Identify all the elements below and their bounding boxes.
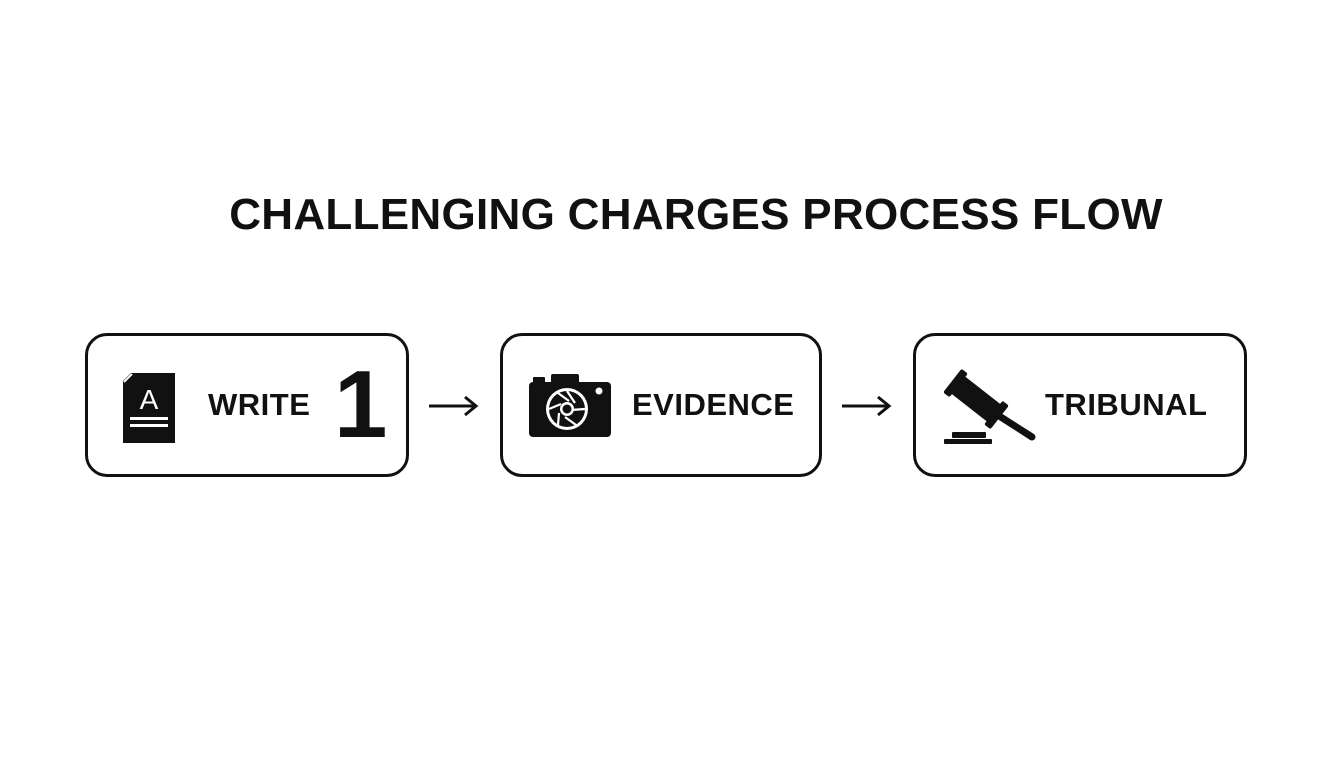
step-evidence-label: EVIDENCE <box>632 387 795 422</box>
arrow-right-icon <box>841 394 893 418</box>
step-tribunal-label: TRIBUNAL <box>1045 387 1208 422</box>
arrow-right-icon <box>428 394 480 418</box>
step-evidence-box: EVIDENCE <box>500 333 822 477</box>
step-number: 1 <box>334 351 388 458</box>
diagram-title: CHALLENGING CHARGES PROCESS FLOW <box>229 190 1163 239</box>
camera-icon <box>529 373 611 442</box>
gavel-icon <box>942 369 1038 450</box>
step-tribunal-box: TRIBUNAL <box>913 333 1247 477</box>
svg-text:A: A <box>140 384 159 415</box>
document-letter-a-icon: A <box>121 371 177 448</box>
step-write-box: A WRITE 1 <box>85 333 409 477</box>
step-write-label: WRITE <box>208 387 311 422</box>
